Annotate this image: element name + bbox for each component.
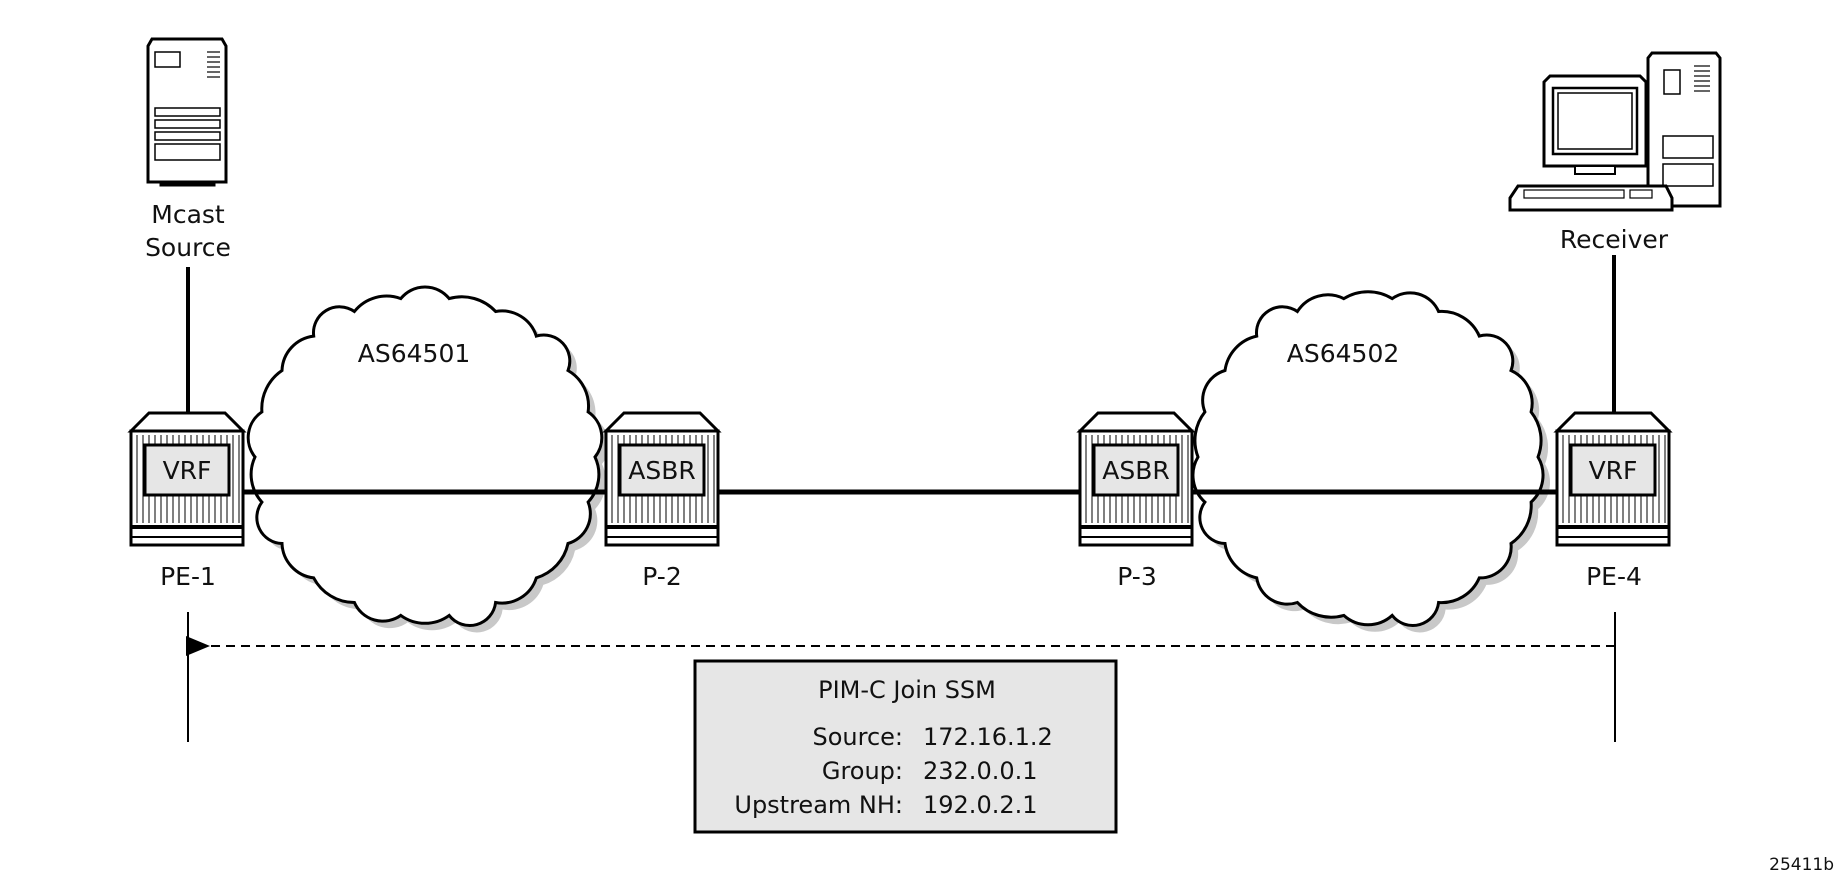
message-key-source: Source:: [812, 723, 903, 751]
pe1-label: PE-1: [160, 562, 216, 591]
pe1-function-box: [143, 443, 231, 497]
server-icon: [146, 37, 228, 187]
source-label-line1: Mcast: [151, 200, 225, 229]
message-key-group: Group:: [822, 757, 903, 785]
cloud-label-as64501: AS64501: [358, 339, 471, 368]
cloud-as64501: [246, 285, 609, 633]
receiver-label: Receiver: [1560, 225, 1669, 254]
message-value-source: 172.16.1.2: [923, 723, 1053, 751]
router-pe4: VRF: [1553, 411, 1673, 547]
message-title: PIM-C Join SSM: [818, 676, 996, 704]
p3-function-box: [1092, 443, 1180, 497]
p2-function-box: [618, 443, 706, 497]
p2-function-label: ASBR: [628, 456, 696, 485]
figure-id: 25411b: [1769, 855, 1834, 875]
message-value-upstream-nh: 192.0.2.1: [923, 791, 1038, 819]
pe4-function-box: [1569, 443, 1657, 497]
router-p3: ASBR: [1076, 411, 1196, 547]
pe1-function-label: VRF: [163, 456, 212, 485]
pe4-function-label: VRF: [1589, 456, 1638, 485]
p3-label: P-3: [1117, 562, 1156, 591]
cloud-label-as64502: AS64502: [1287, 339, 1400, 368]
cloud-as64502: [1191, 290, 1551, 633]
pe4-label: PE-4: [1586, 562, 1642, 591]
p2-label: P-2: [642, 562, 681, 591]
message-value-group: 232.0.0.1: [923, 757, 1038, 785]
message-key-upstream-nh: Upstream NH:: [734, 791, 903, 819]
pim-join-message-box: PIM-C Join SSM Source: 172.16.1.2 Group:…: [693, 659, 1118, 834]
router-pe1: VRF: [127, 411, 247, 547]
p3-function-label: ASBR: [1102, 456, 1170, 485]
router-p2: ASBR: [602, 411, 722, 547]
source-label-line2: Source: [145, 233, 231, 262]
workstation-icon: [1508, 51, 1722, 212]
